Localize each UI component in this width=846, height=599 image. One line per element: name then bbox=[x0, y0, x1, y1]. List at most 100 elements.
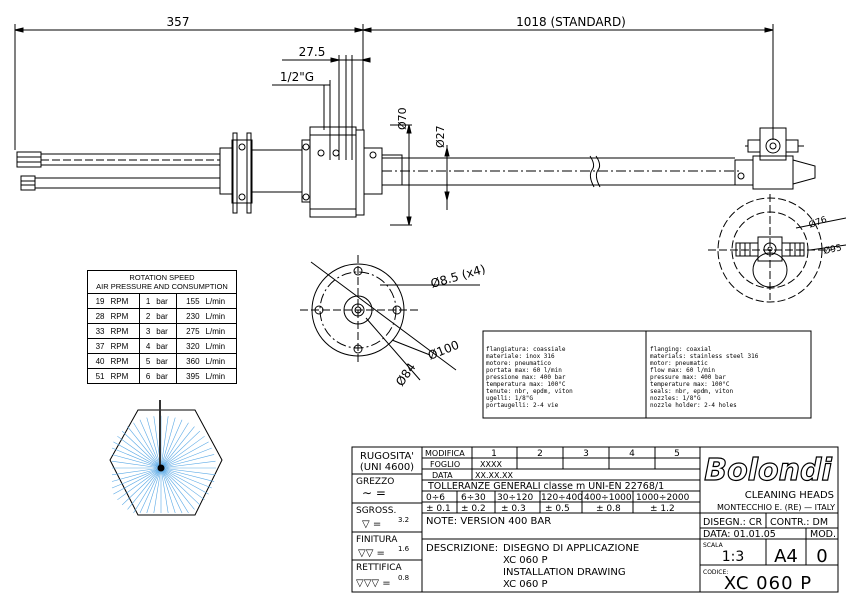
dim-357: 357 bbox=[167, 15, 190, 29]
tb-rettifica: RETTIFICA bbox=[356, 563, 403, 573]
spray-line bbox=[153, 467, 162, 514]
notes-english: flanging: coaxial materials: stainless s… bbox=[650, 346, 759, 409]
company-subtitle: CLEANING HEADS bbox=[745, 490, 834, 501]
spray-line bbox=[160, 467, 216, 476]
dim-holes: Ø8.5 (x4) bbox=[429, 262, 487, 291]
spray-line bbox=[133, 467, 162, 514]
tb-tol-v5: ± 1.2 bbox=[650, 504, 675, 514]
rotation-cell-rpm-unit: RPM bbox=[107, 338, 140, 354]
rotation-cell-rpm-unit: RPM bbox=[107, 293, 140, 309]
tb-tol-r5: 1000÷2000 bbox=[636, 493, 690, 503]
rotation-cell-bar-unit: bar bbox=[153, 308, 178, 324]
rotation-cell-rpm: 51 bbox=[87, 368, 108, 384]
rotation-cell-rpm-unit: RPM bbox=[107, 308, 140, 324]
spray-line bbox=[133, 422, 162, 469]
spray-line bbox=[160, 441, 209, 469]
tb-descr-label: DESCRIZIONE: bbox=[426, 543, 498, 554]
tb-note: NOTE: VERSION 400 BAR bbox=[426, 516, 551, 527]
spray-line bbox=[160, 467, 201, 506]
rotation-cell-flow-unit: L/min bbox=[202, 308, 237, 324]
dim-dia100: Ø100 bbox=[426, 338, 461, 363]
tb-rev-4: 4 bbox=[629, 449, 635, 459]
spray-line bbox=[160, 460, 216, 469]
rotation-cell-flow-unit: L/min bbox=[202, 323, 237, 339]
tb-rev-3: 3 bbox=[583, 449, 589, 459]
tb-tol-r1: 6÷30 bbox=[461, 493, 486, 503]
rotation-cell-flow: 230 bbox=[176, 308, 203, 324]
spray-line bbox=[160, 417, 176, 469]
tb-tol-v0: ± 0.1 bbox=[426, 504, 451, 514]
spray-line bbox=[160, 426, 195, 469]
rotation-cell-rpm: 37 bbox=[87, 338, 108, 354]
dim-thread: 1/2"G bbox=[280, 70, 314, 84]
spray-line bbox=[139, 467, 162, 514]
rotation-cell-bar: 1 bbox=[138, 293, 154, 309]
tb-descr-4: XC 060 P bbox=[503, 579, 548, 590]
svg-text:▽▽ =: ▽▽ = bbox=[358, 548, 385, 559]
spray-line bbox=[160, 435, 205, 469]
rotation-table-title-1: ROTATION SPEED bbox=[129, 273, 195, 282]
rotation-cell-bar: 4 bbox=[138, 338, 154, 354]
tb-disegn: DISEGN.: CR bbox=[703, 517, 762, 528]
rotation-cell-flow: 360 bbox=[176, 353, 203, 369]
spray-line bbox=[160, 467, 195, 510]
rotation-cell-bar-unit: bar bbox=[153, 293, 178, 309]
svg-text:▽ =: ▽ = bbox=[362, 519, 381, 530]
tb-tol-v4: ± 0.8 bbox=[596, 504, 621, 514]
spray-line bbox=[160, 419, 183, 469]
rotation-cell-bar-unit: bar bbox=[153, 353, 178, 369]
rotation-cell-rpm: 40 bbox=[87, 353, 108, 369]
tb-tol-r3: 120÷400 bbox=[541, 493, 583, 503]
tb-uni: (UNI 4600) bbox=[360, 462, 414, 473]
tb-mod-val: 0 bbox=[816, 546, 827, 567]
dim-27-5: 27.5 bbox=[299, 45, 326, 59]
rotation-cell-bar-unit: bar bbox=[153, 338, 178, 354]
rotation-cell-flow-unit: L/min bbox=[202, 353, 237, 369]
tb-descr-3: INSTALLATION DRAWING bbox=[503, 567, 626, 578]
rotation-cell-flow: 395 bbox=[176, 368, 203, 384]
rotation-cell-rpm: 28 bbox=[87, 308, 108, 324]
tb-scala: SCALA bbox=[703, 542, 724, 549]
spray-line bbox=[127, 467, 162, 510]
tb-tolerance: TOLLERANZE GENERALI classe m UNI-EN 2276… bbox=[427, 481, 664, 492]
rotation-cell-flow-unit: L/min bbox=[202, 368, 237, 384]
tb-data: DATA bbox=[432, 471, 453, 480]
notes-italian: flangiatura: coassiale materiale: inox 3… bbox=[486, 346, 573, 409]
tb-sgross: SGROSS. bbox=[356, 506, 396, 516]
rotation-speed-table: ROTATION SPEED AIR PRESSURE AND CONSUMPT… bbox=[87, 270, 237, 384]
spray-line bbox=[146, 417, 162, 469]
tb-descr-1: DISEGNO DI APPLICAZIONE bbox=[503, 543, 639, 554]
tb-rev-1: 1 bbox=[491, 449, 497, 459]
dim-dia27: Ø27 bbox=[434, 125, 447, 148]
spray-line bbox=[127, 426, 162, 469]
tb-tol-v3: ± 0.5 bbox=[545, 504, 570, 514]
spray-line bbox=[111, 467, 162, 489]
rotation-cell-bar: 2 bbox=[138, 308, 154, 324]
rotation-cell-flow: 275 bbox=[176, 323, 203, 339]
rotation-cell-bar: 6 bbox=[138, 368, 154, 384]
spray-line bbox=[160, 467, 205, 501]
spray-line bbox=[160, 447, 212, 469]
spray-line bbox=[146, 467, 162, 514]
spray-line bbox=[113, 441, 162, 469]
spray-line bbox=[160, 467, 215, 482]
spray-line bbox=[113, 467, 162, 495]
rotation-cell-bar: 5 bbox=[138, 353, 154, 369]
spray-line bbox=[160, 467, 212, 489]
rotation-cell-rpm-unit: RPM bbox=[107, 353, 140, 369]
rotation-cell-bar-unit: bar bbox=[153, 323, 178, 339]
tb-foglio-val: XXXX bbox=[480, 460, 502, 469]
spray-line bbox=[160, 467, 209, 495]
spray-line bbox=[139, 419, 162, 469]
spray-line bbox=[160, 467, 189, 514]
rotation-cell-flow-unit: L/min bbox=[202, 338, 237, 354]
tb-descr-2: XC 060 P bbox=[503, 555, 548, 566]
rotation-cell-rpm: 19 bbox=[87, 293, 108, 309]
rotation-cell-rpm: 33 bbox=[87, 323, 108, 339]
tb-code: XC 060 P bbox=[724, 573, 812, 594]
